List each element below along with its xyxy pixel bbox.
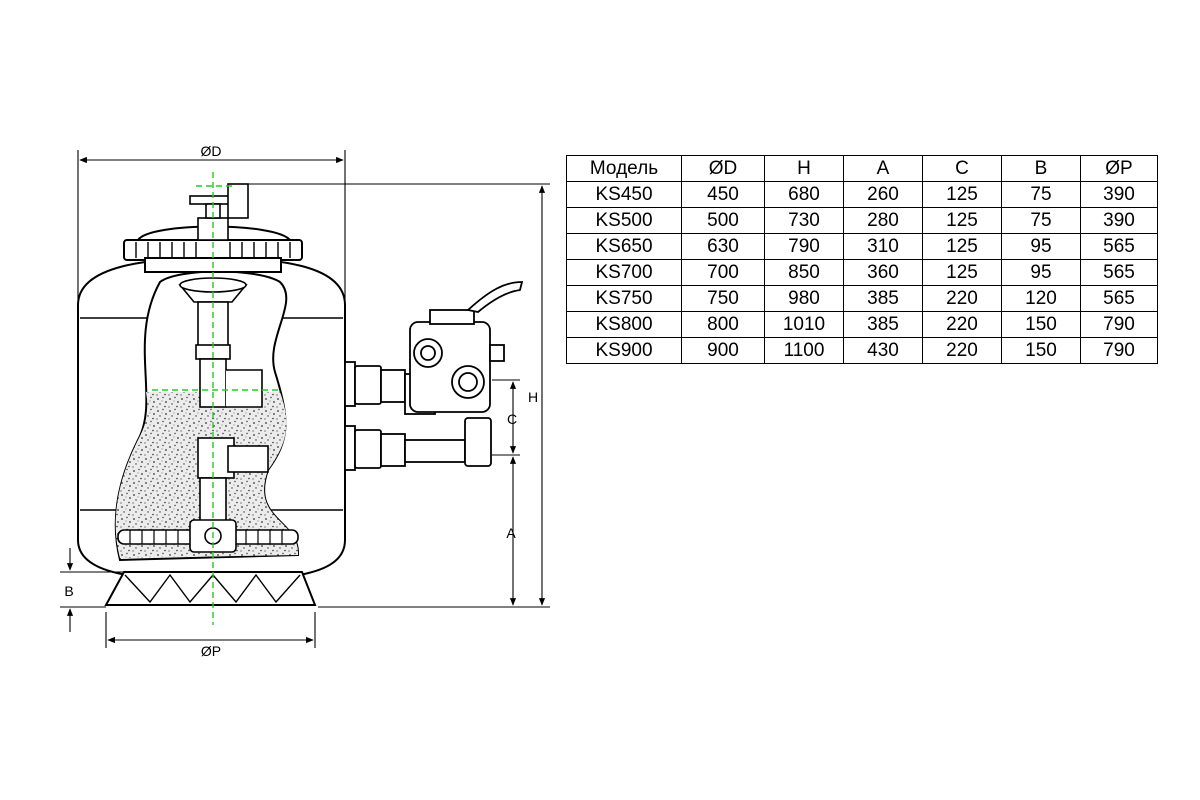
- cell-model: KS750: [566, 285, 682, 312]
- cell-c: 125: [922, 259, 1002, 286]
- cell-h: 680: [764, 181, 844, 208]
- label-dim-c: C: [507, 411, 517, 427]
- cell-d: 500: [681, 207, 765, 234]
- cell-model: KS800: [566, 311, 682, 338]
- tank-base: [104, 571, 317, 606]
- table-row: KS700 700 850 360 125 95 565: [566, 259, 1158, 286]
- cell-p: 565: [1080, 259, 1158, 286]
- cell-model: KS700: [566, 259, 682, 286]
- cell-b: 95: [1001, 259, 1081, 286]
- cell-b: 150: [1001, 311, 1081, 338]
- cell-a: 310: [843, 233, 923, 260]
- cell-a: 260: [843, 181, 923, 208]
- table-row: KS750 750 980 385 220 120 565: [566, 285, 1158, 312]
- cell-model: KS650: [566, 233, 682, 260]
- table-row: KS450 450 680 260 125 75 390: [566, 181, 1158, 208]
- upper-port: [344, 361, 406, 407]
- cell-h: 730: [764, 207, 844, 234]
- cell-b: 95: [1001, 233, 1081, 260]
- cell-d: 900: [681, 337, 765, 364]
- cell-p: 565: [1080, 285, 1158, 312]
- header-diameter-p: ØP: [1080, 155, 1158, 182]
- label-dim-a: A: [506, 525, 516, 541]
- cell-model: KS450: [566, 181, 682, 208]
- cell-c: 125: [922, 233, 1002, 260]
- cell-c: 220: [922, 285, 1002, 312]
- header-a: A: [843, 155, 923, 182]
- cell-d: 800: [681, 311, 765, 338]
- cell-b: 75: [1001, 181, 1081, 208]
- cell-h: 790: [764, 233, 844, 260]
- cell-b: 120: [1001, 285, 1081, 312]
- cell-h: 980: [764, 285, 844, 312]
- dimension-lines: [60, 150, 550, 648]
- label-diameter-d: ØD: [201, 143, 222, 159]
- header-c: C: [922, 155, 1002, 182]
- cell-a: 280: [843, 207, 923, 234]
- centerlines: [152, 172, 282, 625]
- cutaway-section: [114, 270, 300, 562]
- cell-c: 125: [922, 181, 1002, 208]
- label-height-h: H: [528, 389, 538, 405]
- cell-h: 1100: [764, 337, 844, 364]
- cell-h: 1010: [764, 311, 844, 338]
- table-row: KS900 900 1100 430 220 150 790: [566, 337, 1158, 364]
- valve-handle: [429, 281, 524, 325]
- cell-h: 850: [764, 259, 844, 286]
- cell-p: 565: [1080, 233, 1158, 260]
- cell-p: 390: [1080, 181, 1158, 208]
- cell-model: KS900: [566, 337, 682, 364]
- cell-p: 390: [1080, 207, 1158, 234]
- cell-a: 360: [843, 259, 923, 286]
- multiport-valve: [404, 321, 505, 415]
- cell-d: 630: [681, 233, 765, 260]
- cell-d: 700: [681, 259, 765, 286]
- cell-a: 385: [843, 285, 923, 312]
- dimension-labels: ØD ØP H A C B: [64, 143, 538, 659]
- cell-a: 385: [843, 311, 923, 338]
- cell-c: 220: [922, 337, 1002, 364]
- lateral-ribs: [129, 530, 283, 544]
- cell-d: 450: [681, 181, 765, 208]
- label-diameter-p: ØP: [201, 643, 221, 659]
- table-row: KS800 800 1010 385 220 150 790: [566, 311, 1158, 338]
- spec-table: Модель ØD H A C B ØP KS450 450 680 260 1…: [566, 155, 1158, 364]
- table-row: KS650 630 790 310 125 95 565: [566, 233, 1158, 260]
- cell-a: 430: [843, 337, 923, 364]
- label-dim-b: B: [64, 583, 73, 599]
- cell-c: 220: [922, 311, 1002, 338]
- header-b: B: [1001, 155, 1081, 182]
- cell-d: 750: [681, 285, 765, 312]
- table-row: KS500 500 730 280 125 75 390: [566, 207, 1158, 234]
- table-header-row: Модель ØD H A C B ØP: [566, 155, 1158, 182]
- cell-b: 75: [1001, 207, 1081, 234]
- cell-c: 125: [922, 207, 1002, 234]
- cell-b: 150: [1001, 337, 1081, 364]
- cell-model: KS500: [566, 207, 682, 234]
- header-diameter-d: ØD: [681, 155, 765, 182]
- lid-ribs: [135, 242, 291, 258]
- cell-p: 790: [1080, 337, 1158, 364]
- pressure-gauge: [189, 183, 249, 241]
- cell-p: 790: [1080, 311, 1158, 338]
- header-height-h: H: [764, 155, 844, 182]
- lower-port: [344, 417, 492, 471]
- header-model: Модель: [566, 155, 682, 182]
